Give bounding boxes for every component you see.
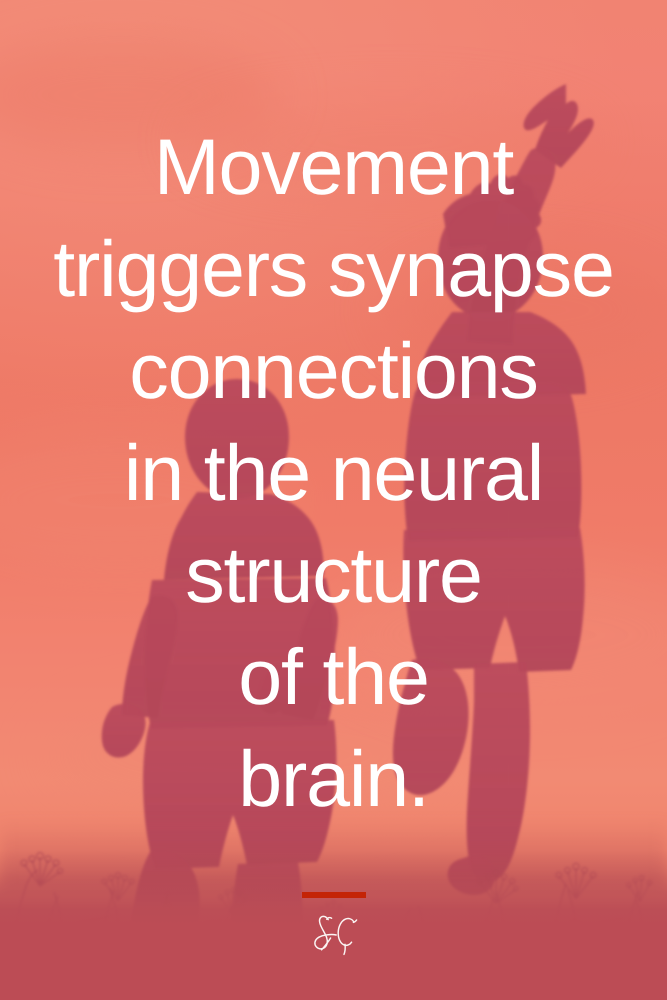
quote-line: in the neural: [123, 428, 544, 517]
sc-monogram-icon: [313, 915, 357, 956]
quote-line: brain.: [238, 734, 430, 823]
quote-text: Movement triggers synapse connections in…: [0, 116, 667, 830]
quote-line: structure: [185, 530, 483, 619]
quote-line: triggers synapse: [53, 224, 615, 313]
quote-line: Movement: [153, 122, 514, 211]
quote-line: of the: [238, 632, 430, 721]
child-silhouette-right: [392, 84, 594, 896]
signature-rule: [301, 892, 366, 898]
cloud-smudge: [0, 40, 280, 150]
ground-band: [0, 850, 667, 1000]
quote-line: connections: [129, 326, 539, 415]
signature-block: [0, 892, 667, 958]
